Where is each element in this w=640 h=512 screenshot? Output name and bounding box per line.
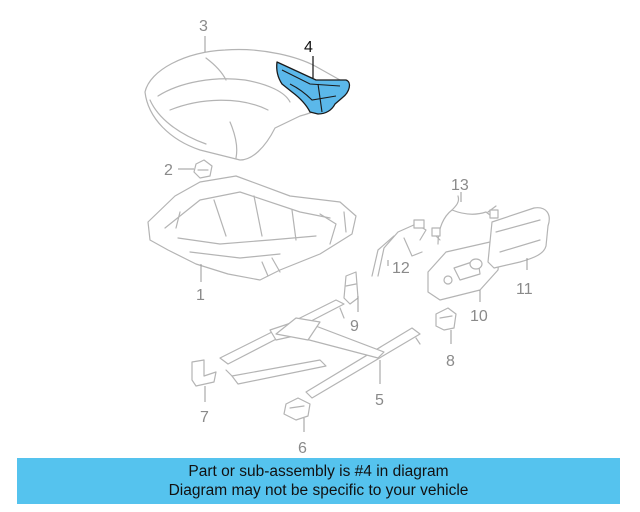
- seat-track-part-5: [219, 299, 421, 399]
- callout-1: 1: [196, 287, 205, 304]
- cable-part-12: [371, 219, 427, 277]
- callout-13: 13: [451, 177, 469, 194]
- side-cover-part-11: [487, 207, 550, 269]
- callout-10: 10: [470, 308, 488, 325]
- cushion-side-trim-part-4: [276, 61, 351, 115]
- callout-6: 6: [298, 440, 307, 457]
- info-banner: Part or sub-assembly is #4 in diagram Di…: [17, 458, 620, 504]
- cover-part-8: [435, 307, 457, 331]
- clip-part-2: [193, 159, 213, 179]
- callout-12: 12: [392, 260, 410, 277]
- bracket-part-9: [343, 271, 359, 305]
- info-banner-background: [17, 458, 620, 504]
- banner-line-2: Diagram may not be specific to your vehi…: [168, 482, 469, 499]
- seat-frame-part-1: [147, 175, 357, 281]
- callout-3: 3: [199, 18, 208, 35]
- banner-line-1: Part or sub-assembly is #4 in diagram: [188, 463, 449, 480]
- switch-panel-part-10: [427, 241, 501, 301]
- callout-7: 7: [200, 409, 209, 426]
- bracket-part-7: [191, 359, 217, 387]
- callout-8: 8: [446, 353, 455, 370]
- wire-harness-part-13: [431, 195, 499, 245]
- callout-9: 9: [350, 318, 359, 335]
- bracket-part-6: [283, 397, 311, 421]
- callout-5: 5: [375, 392, 384, 409]
- callout-2: 2: [164, 162, 173, 179]
- callout-11: 11: [516, 281, 533, 298]
- callout-4: 4: [304, 39, 313, 56]
